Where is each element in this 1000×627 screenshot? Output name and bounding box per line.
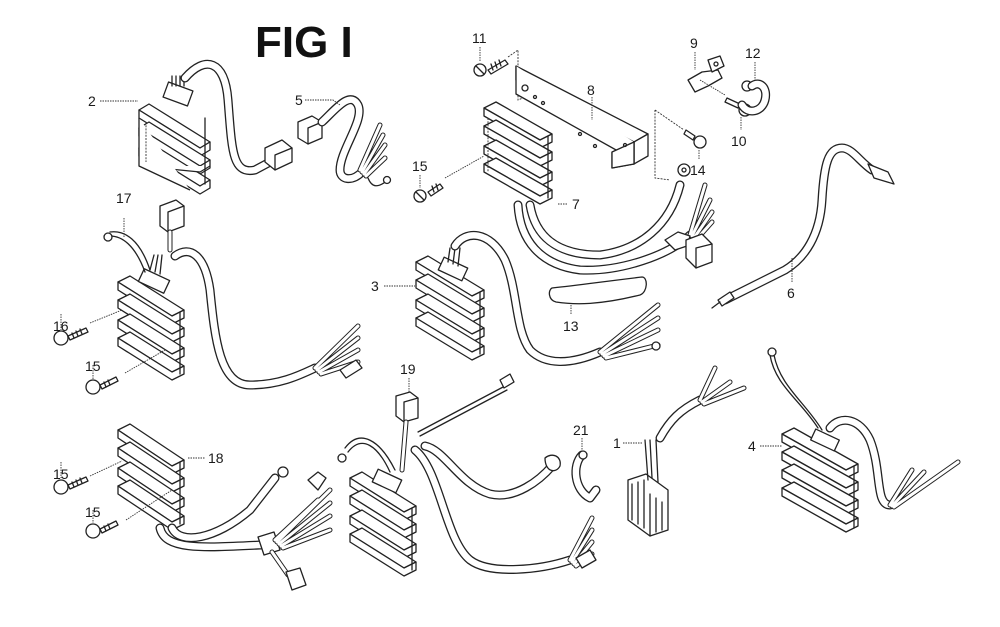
callout-15-upper[interactable]: 15 [412, 158, 428, 174]
callout-6[interactable]: 6 [787, 285, 795, 301]
heatsink-fins [117, 275, 185, 381]
part-17-bolt[interactable] [85, 376, 119, 395]
callout-18[interactable]: 16 [53, 318, 69, 334]
callout-4[interactable]: 4 [748, 438, 756, 454]
callout-16[interactable]: 17 [116, 190, 132, 206]
part-5-sub-harness[interactable] [297, 95, 392, 187]
part-14-nut[interactable] [654, 109, 707, 181]
callout-9[interactable]: 9 [690, 35, 698, 51]
part-1-rectifier[interactable] [627, 365, 747, 537]
figure-title: FIG I [255, 18, 353, 67]
connector [162, 75, 194, 107]
part-4-regulator[interactable] [767, 347, 961, 533]
callout-21[interactable]: 21 [573, 422, 589, 438]
callout-12[interactable]: 12 [745, 45, 761, 61]
callout-5[interactable]: 5 [295, 92, 303, 108]
part-2-regulator[interactable] [138, 59, 293, 195]
heatsink-fins [415, 255, 485, 361]
callout-11[interactable]: 11 [472, 30, 487, 46]
heatsink-fins [349, 471, 417, 577]
part-11-bolt[interactable] [473, 59, 509, 77]
callout-10[interactable]: 10 [731, 133, 747, 149]
part-13-protector[interactable] [548, 276, 647, 305]
part-18-bolt[interactable] [53, 327, 89, 346]
callout-15-lower[interactable]: 15 [85, 504, 101, 520]
callout-2[interactable]: 2 [88, 93, 96, 109]
part-7-regulator[interactable] [483, 101, 715, 275]
part-9-stay[interactable] [687, 55, 726, 96]
part-12-clamp[interactable] [737, 79, 771, 116]
callout-13[interactable]: 13 [563, 318, 579, 334]
callout-20[interactable]: 19 [400, 361, 416, 377]
coupler [264, 139, 293, 171]
callout-7[interactable]: 7 [572, 196, 580, 212]
callout-8[interactable]: 8 [587, 82, 595, 98]
part-19-regulator[interactable] [89, 423, 333, 591]
callout-1[interactable]: 1 [613, 435, 621, 451]
callout-19[interactable]: 18 [208, 450, 224, 466]
heatsink-fins [781, 427, 859, 533]
callout-3[interactable]: 3 [371, 278, 379, 294]
callout-14[interactable]: 14 [690, 162, 706, 178]
leader-5 [305, 99, 341, 106]
part-20-regulator[interactable] [337, 373, 597, 577]
heatsink-fins [117, 423, 185, 531]
part-8-bracket[interactable] [515, 65, 649, 169]
heatsink-fins [138, 103, 211, 195]
part-15-bolt-middle[interactable] [53, 476, 89, 495]
part-3-regulator[interactable] [415, 230, 661, 366]
part-6-lead-wire[interactable] [711, 143, 895, 309]
part-regulator-left-mid[interactable] [89, 199, 363, 390]
part-15-bolt-upper[interactable] [413, 155, 485, 203]
part-15-bolt-lower[interactable] [85, 520, 119, 539]
part-21-ground-lead[interactable] [571, 450, 601, 503]
callout-17[interactable]: 15 [85, 358, 101, 374]
callout-15-middle[interactable]: 15 [53, 466, 69, 482]
heatsink-fins [483, 101, 553, 205]
